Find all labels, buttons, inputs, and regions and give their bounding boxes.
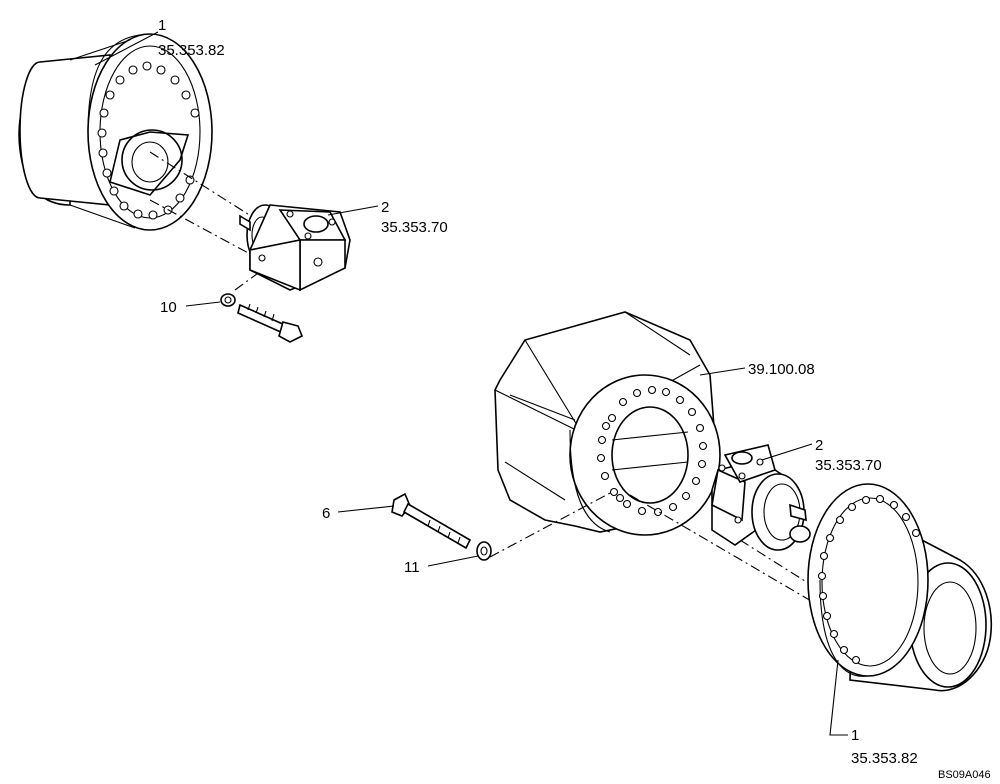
callout-motor-bottom-ref: 35.353.70 <box>815 457 882 474</box>
leader-washer-bottom <box>427 555 479 567</box>
leader-hub-bottom <box>829 659 848 736</box>
travel-motor-top[interactable] <box>239 204 351 292</box>
leader-frame <box>699 367 746 376</box>
leader-motor-bottom <box>761 443 813 461</box>
leader-bolt-top <box>185 301 221 307</box>
callout-washer-bottom-item: 11 <box>404 559 420 576</box>
frame-bolt-holes <box>596 385 708 517</box>
assembly-axis-bottom-2 <box>629 494 831 613</box>
callout-bolt-bottom-item: 6 <box>322 505 330 522</box>
final-drive-hub-bottom[interactable] <box>807 483 992 692</box>
callout-motor-top-item: 2 <box>381 199 389 216</box>
drawing-code: BS09A046 <box>938 769 991 781</box>
assembly-axis-top-3 <box>234 267 266 291</box>
callout-motor-top-ref: 35.353.70 <box>381 219 448 236</box>
hub-bottom-bolt-holes <box>817 494 921 665</box>
callout-bolt-top-item: 10 <box>160 299 177 316</box>
callout-hub-bottom-ref: 35.353.82 <box>851 750 918 767</box>
callout-hub-top-item: 1 <box>158 17 166 34</box>
bolt-top[interactable] <box>220 293 304 343</box>
callout-hub-top-ref: 35.353.82 <box>158 42 225 59</box>
hub-top-bolt-holes <box>97 61 200 220</box>
callout-motor-bottom-item: 2 <box>815 437 823 454</box>
assembly-axis-bottom-1 <box>489 491 613 558</box>
assembly-axis-top-2 <box>149 199 266 263</box>
washer-bottom[interactable] <box>476 541 492 561</box>
leader-motor-top <box>327 205 379 216</box>
bolt-bottom[interactable] <box>391 492 472 550</box>
axle-frame-housing[interactable] <box>494 311 721 536</box>
callout-frame-ref: 39.100.08 <box>748 361 815 378</box>
callout-hub-bottom-item: 1 <box>851 727 859 744</box>
travel-motor-bottom[interactable] <box>711 444 811 551</box>
assembly-axis-top-1 <box>149 151 271 229</box>
leader-hub-top <box>94 31 159 66</box>
leader-bolt-bottom <box>337 505 395 513</box>
final-drive-hub-top[interactable] <box>18 33 213 231</box>
